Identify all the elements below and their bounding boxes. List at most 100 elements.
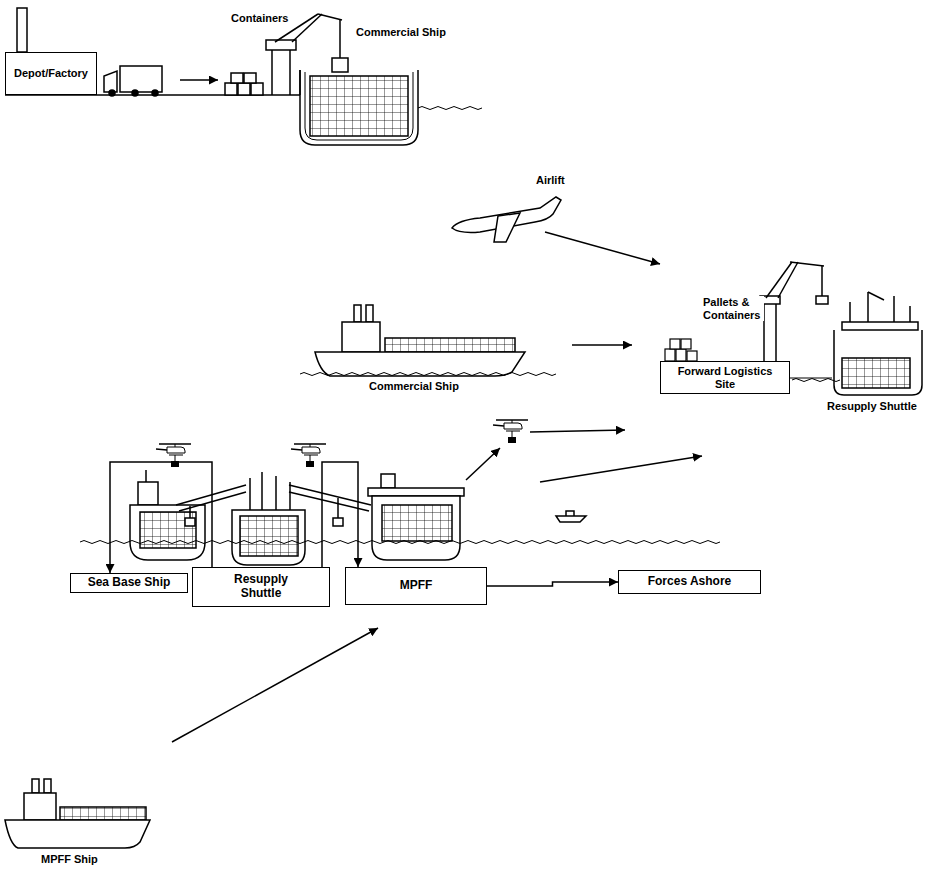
factory-scene: [244, 73, 256, 83]
resupply-shuttle-ship: [834, 330, 922, 395]
forward-site-crane: [778, 262, 798, 298]
shuttle-ship: [249, 478, 251, 510]
caption-label: Commercial Ship: [368, 380, 460, 393]
commercial-ship: [366, 305, 373, 322]
mpff-ship: [60, 807, 146, 820]
factory-scene: [109, 90, 115, 96]
shuttle-ship: [261, 472, 263, 510]
factory-scene: [120, 66, 162, 92]
resupply-shuttle-ship: [842, 358, 910, 388]
shuttle-ship: [275, 476, 277, 510]
commercial-ship: [385, 338, 515, 352]
ship-to-shore-arrows: [466, 430, 702, 522]
factory-scene: [251, 83, 263, 95]
shuttle-ship: [232, 510, 305, 565]
shuttle-ship: [185, 518, 195, 526]
caption-label: Commercial Ship: [355, 26, 447, 39]
factory-scene: [104, 71, 117, 92]
helicopters: [156, 420, 528, 467]
commercial-ship: [315, 305, 632, 376]
water-line: [300, 373, 556, 376]
forward-site-cargo: [665, 349, 675, 361]
quay-crane: [271, 48, 273, 95]
label-box: Resupply Shuttle: [192, 567, 330, 607]
factory-scene: [132, 90, 138, 96]
box-label: MPFF: [400, 579, 433, 593]
forward-site-crane: [760, 262, 828, 361]
box-label: Forward Logistics Site: [675, 365, 775, 390]
flow-arrow: [487, 582, 618, 586]
commercial-ship-section: [300, 70, 418, 145]
caption-label: Airlift: [535, 174, 566, 187]
helicopters: [493, 420, 528, 443]
quay-crane: [318, 14, 342, 20]
factory-building: Depot/Factory: [5, 52, 97, 95]
commercial-ship: [342, 322, 380, 352]
helicopters: [291, 444, 326, 467]
caption-label: MPFF Ship: [40, 853, 99, 866]
mpff-vessel: [381, 474, 395, 488]
forward-site-cargo: [676, 349, 686, 361]
ship-to-shore-arrows: [466, 448, 500, 480]
airlift-plane: [545, 232, 660, 264]
box-label: Sea Base Ship: [88, 576, 171, 590]
mpff-vessel: [368, 474, 464, 560]
label-box: MPFF: [345, 567, 487, 605]
factory-scene: [225, 83, 237, 95]
forward-site-cargo: [687, 351, 697, 361]
logistics-pier: Forward Logistics Site: [660, 361, 790, 394]
shuttle-ship: [240, 516, 298, 556]
quay-crane: [289, 48, 291, 95]
box-label: Resupply Shuttle: [221, 573, 301, 601]
shuttle-ship: [176, 472, 371, 565]
commercial-ship: [572, 344, 632, 346]
ship-to-shore-arrows: [540, 456, 702, 482]
airlift-plane: [452, 197, 660, 264]
resupply-shuttle-ship: [790, 292, 922, 395]
mpff-ship: [24, 793, 56, 820]
resupply-shuttle-ship: [842, 322, 918, 330]
flow-arrow: [322, 462, 358, 567]
shuttle-ship: [289, 482, 291, 510]
forward-site-crane: [821, 266, 823, 296]
forward-site-crane: [816, 296, 828, 304]
commercial-ship: [315, 352, 525, 376]
factory-scene: [231, 73, 243, 83]
shuttle-ship: [337, 498, 339, 518]
mpff-ship: [5, 820, 150, 848]
mpff-ship: [172, 628, 378, 742]
flow-arrow: [110, 462, 212, 573]
mpff-vessel: [368, 488, 464, 496]
forward-site-cargo: [681, 339, 691, 349]
label-box: Sea Base Ship: [70, 573, 188, 593]
caption-label: Resupply Shuttle: [826, 400, 918, 413]
factory-scene: [238, 83, 250, 95]
factory-scene: [180, 79, 218, 81]
forward-site-crane: [790, 262, 824, 266]
helicopters: [156, 444, 191, 467]
factory-scene: [5, 8, 300, 96]
airlift-plane: [494, 213, 520, 242]
shuttle-ship: [189, 506, 191, 518]
quay-crane: [339, 20, 341, 58]
commercial-ship-section: [300, 70, 418, 145]
shuttle-ship: [333, 518, 343, 526]
ship-to-shore-arrows: [530, 430, 625, 432]
quay-crane: [332, 58, 348, 72]
label-box: Forces Ashore: [618, 570, 761, 594]
commercial-ship-section: [305, 72, 413, 140]
sea-base-ship: [130, 505, 205, 560]
factory-scene: [17, 8, 27, 52]
shuttle-ship: [289, 492, 369, 511]
commercial-ship: [354, 305, 361, 322]
box-label: Depot/Factory: [14, 67, 88, 80]
water-line: [80, 541, 720, 544]
mpff-vessel: [382, 505, 452, 541]
forward-site-cargo: [670, 339, 680, 349]
ship-to-shore-arrows: [556, 511, 586, 522]
sea-base-ship: [138, 482, 158, 505]
water-line: [792, 379, 840, 382]
water-line: [418, 107, 482, 110]
